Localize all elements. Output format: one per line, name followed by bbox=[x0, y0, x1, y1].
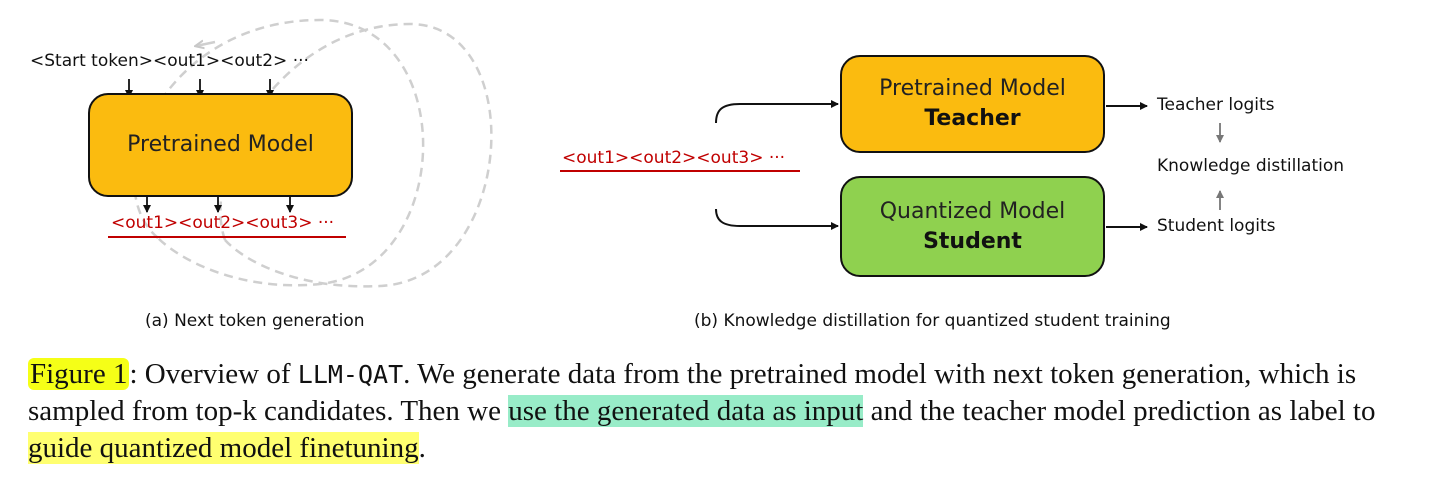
caption-text-2: . We generate data from the pretrained m… bbox=[28, 358, 1357, 427]
student-input-arrow bbox=[715, 208, 839, 230]
token-out2: <out2> bbox=[220, 51, 288, 71]
student-title: Quantized Model bbox=[879, 198, 1066, 224]
caption-text-3: and the teacher model prediction as labe… bbox=[863, 395, 1376, 427]
figure-caption: Figure 1: Overview of LLM-QAT. We genera… bbox=[28, 356, 1388, 467]
teacher-role: Teacher bbox=[924, 106, 1021, 131]
subcaption-b: (b) Knowledge distillation for quantized… bbox=[694, 311, 1171, 331]
method-name: LLM-QAT bbox=[297, 360, 404, 389]
pretrained-model-box-a: Pretrained Model bbox=[88, 93, 353, 197]
caption-text-1: : Overview of bbox=[129, 358, 298, 390]
token-start: <Start token> bbox=[30, 51, 153, 71]
feedback-arrow-head bbox=[196, 42, 216, 46]
teacher-title: Pretrained Model bbox=[879, 76, 1066, 101]
student-role: Student bbox=[923, 228, 1022, 254]
token-ellipsis: ··· bbox=[292, 51, 309, 71]
teacher-box: Pretrained Model Teacher bbox=[840, 55, 1105, 153]
subcaption-a: (a) Next token generation bbox=[145, 311, 365, 331]
token-out1: <out1> bbox=[152, 51, 221, 71]
input-tokens-b: <out1><out2><out3> ··· bbox=[562, 148, 786, 168]
teacher-input-arrow bbox=[715, 100, 839, 124]
output-tokens-a: <out1><out2><out3> ··· bbox=[111, 213, 335, 233]
input-tokens-a: <Start token><out1><out2> ··· bbox=[30, 51, 309, 71]
student-logits-label: Student logits bbox=[1157, 216, 1276, 236]
caption-text-4: . bbox=[418, 432, 426, 464]
figure-label: Figure 1 bbox=[28, 358, 130, 390]
highlight-green: use the generated data as input bbox=[508, 395, 864, 427]
student-box: Quantized Model Student bbox=[840, 176, 1105, 277]
knowledge-distillation-label: Knowledge distillation bbox=[1157, 156, 1345, 176]
highlight-yellow: guide quantized model finetuning bbox=[28, 432, 419, 464]
pretrained-model-label-a: Pretrained Model bbox=[127, 132, 314, 157]
teacher-logits-label: Teacher logits bbox=[1157, 95, 1275, 115]
